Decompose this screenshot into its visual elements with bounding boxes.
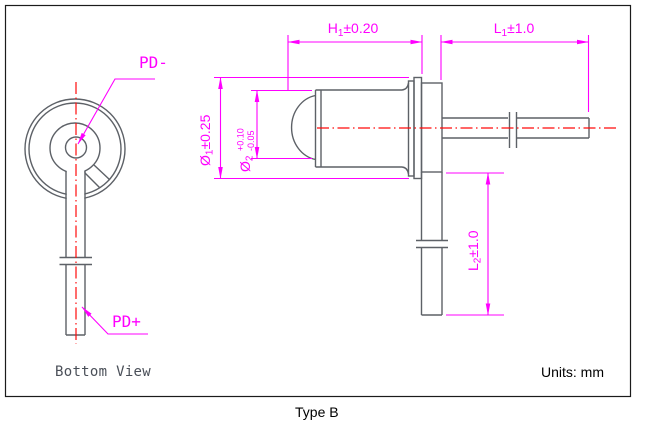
dim-phi1: Ø1±0.25 <box>197 76 409 180</box>
h1-dimension-label: H1±0.20 <box>328 20 379 39</box>
keyway-slot-line <box>93 164 111 181</box>
bottom-view: PD- PD+ Bottom View <box>24 53 168 380</box>
pd-anode-label: PD+ <box>112 312 141 331</box>
inner-boss-circle <box>49 122 101 174</box>
horizontal-lead-break-marks <box>508 112 518 148</box>
extension-lines <box>446 172 504 316</box>
l2-dimension-label: L2±1.0 <box>465 230 484 271</box>
dome-lens-outline <box>290 94 316 161</box>
phi2-dimension-label: Ø2 +0.10 -0.05 <box>236 128 257 172</box>
phi2-upper-tolerance: +0.10 <box>236 128 246 151</box>
vertical-lead-break-marks <box>416 239 448 249</box>
extension-lines <box>214 76 409 180</box>
lead-tab-outline <box>65 171 86 336</box>
units-note: Units: mm <box>541 364 604 380</box>
pd-cathode-label: PD- <box>139 53 168 72</box>
phi1-dimension-label: Ø1±0.25 <box>197 114 216 166</box>
dim-phi2: Ø2 +0.10 -0.05 <box>236 89 312 172</box>
side-view <box>290 76 617 316</box>
dim-h1: H1±0.20 <box>287 20 423 91</box>
l1-dimension-label: L1±1.0 <box>494 20 535 39</box>
phi2-lower-tolerance: -0.05 <box>246 130 256 151</box>
dim-l2: L2±1.0 <box>446 172 504 316</box>
pd-anode-leader <box>81 306 148 335</box>
dim-l1: L1±1.0 <box>440 20 590 112</box>
dimensions: H1±0.20 L1±1.0 Ø1±0.25 Ø2 +0.10 -0.05 <box>197 20 590 316</box>
extension-lines <box>440 35 590 112</box>
extension-lines <box>251 89 312 160</box>
bottom-view-title: Bottom View <box>55 364 151 380</box>
extension-lines <box>287 35 423 91</box>
keyway-slot-line <box>83 171 101 189</box>
svg-text:Ø2: Ø2 <box>237 155 256 172</box>
body-outline <box>315 89 402 168</box>
center-pad-circle <box>64 136 88 159</box>
vertical-lead-outline <box>420 172 443 316</box>
svg-text:L2±1.0: L2±1.0 <box>465 230 484 271</box>
drawing-frame <box>4 4 632 398</box>
pd-cathode-leader <box>77 78 155 145</box>
type-caption: Type B <box>295 404 339 420</box>
svg-text:Ø1±0.25: Ø1±0.25 <box>197 114 216 166</box>
horizontal-lead-outline <box>442 117 590 139</box>
